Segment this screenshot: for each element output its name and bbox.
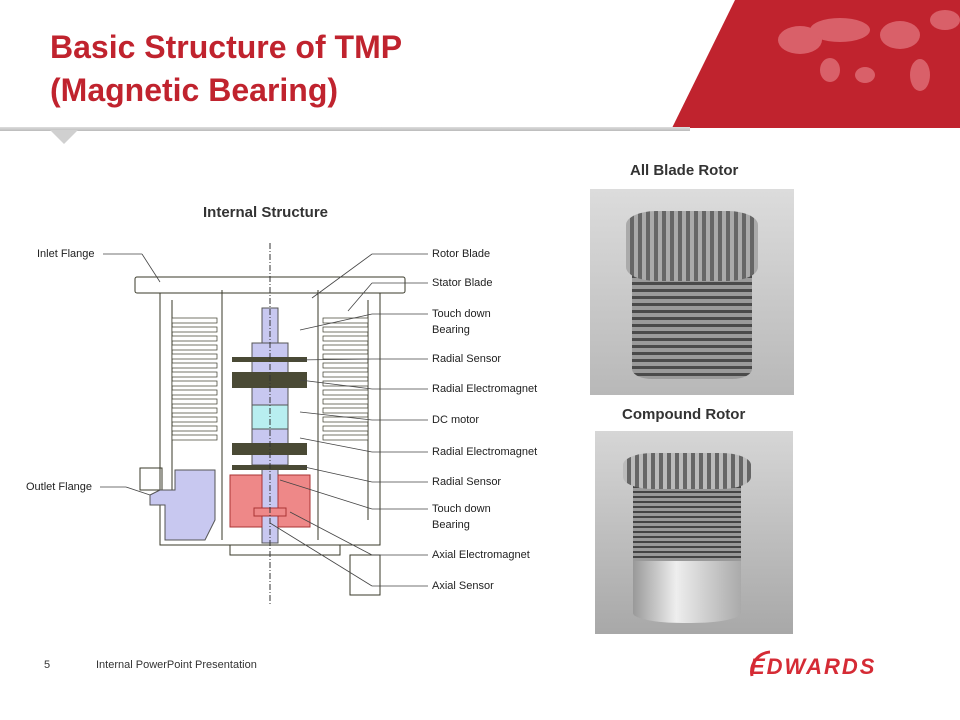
all-blade-rotor-title: All Blade Rotor — [630, 162, 739, 179]
leader-line — [299, 465, 373, 483]
label-radial-electromagnet: Radial Electromagnet — [432, 383, 538, 395]
page-title: Basic Structure of TMP (Magnetic Bearing… — [50, 26, 402, 112]
leader-line — [347, 282, 373, 312]
leader-line — [299, 437, 373, 453]
label-radial-sensor: Radial Sensor — [432, 476, 502, 488]
leader-line — [299, 313, 373, 331]
header-divider — [0, 127, 690, 131]
leader-line — [279, 479, 373, 510]
label-axial-sensor: Axial Sensor — [432, 580, 494, 592]
label-dc-motor: DC motor — [432, 414, 480, 426]
label-rotor-blade: Rotor Blade — [432, 248, 491, 260]
header-map-banner — [672, 0, 960, 128]
leader-line — [294, 358, 373, 361]
leader-line — [269, 522, 373, 587]
leader-line — [125, 486, 151, 496]
diagram-title: Internal Structure — [203, 204, 329, 221]
header-pointer — [50, 130, 78, 144]
label-outlet-flange: Outlet Flange — [26, 481, 93, 493]
svg-text:EDWARDS: EDWARDS — [750, 654, 876, 679]
title-line-2: (Magnetic Bearing) — [50, 72, 339, 108]
label-stator-blade: Stator Blade — [432, 277, 493, 289]
leader-line — [289, 511, 373, 556]
label-radial-electromagnet: Radial Electromagnet — [432, 446, 538, 458]
all-blade-rotor-photo — [590, 189, 794, 395]
tmp-cross-section-diagram — [100, 243, 428, 605]
edwards-logo: EDWARDS — [750, 650, 876, 679]
leader-line — [299, 379, 373, 390]
slide-number: 5 — [44, 659, 51, 671]
leader-line — [141, 253, 161, 283]
footer-text: Internal PowerPoint Presentation — [96, 659, 257, 671]
label-touch-down-bearing: Touch down Bearing — [432, 503, 491, 531]
leader-line — [299, 411, 373, 421]
label-inlet-flange: Inlet Flange — [37, 248, 95, 260]
label-touch-down-bearing: Touch down Bearing — [432, 308, 491, 336]
label-radial-sensor: Radial Sensor — [432, 353, 502, 365]
compound-rotor-photo — [595, 431, 793, 634]
leader-line — [311, 253, 373, 299]
compound-rotor-title: Compound Rotor — [622, 406, 746, 423]
title-line-1: Basic Structure of TMP — [50, 29, 403, 65]
label-axial-electromagnet: Axial Electromagnet — [432, 549, 530, 561]
